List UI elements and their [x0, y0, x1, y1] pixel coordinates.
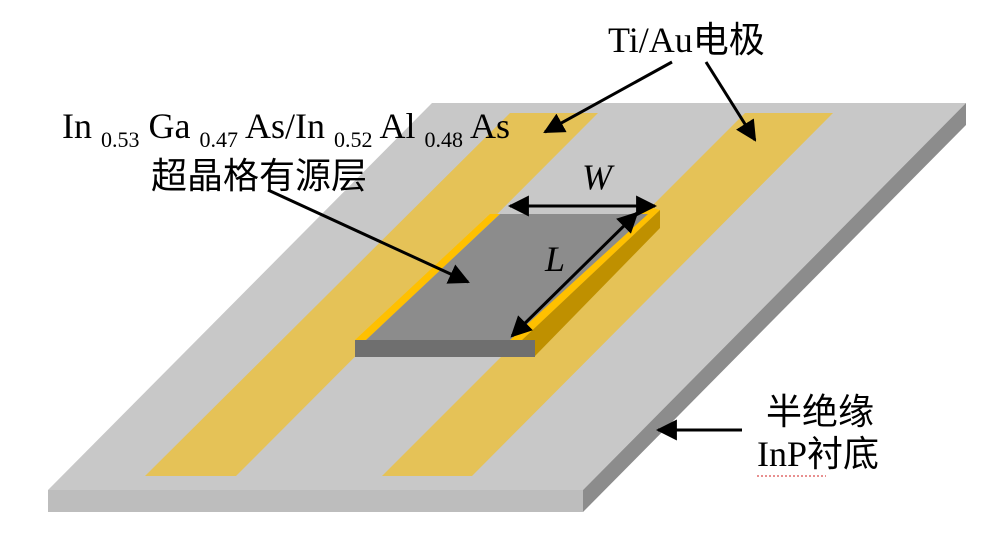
length-arrow: [510, 211, 639, 338]
substrate-label-line1: 半绝缘: [766, 392, 874, 432]
electrode-arrow-right: [704, 61, 757, 142]
formula-al: Al: [380, 106, 416, 146]
formula-al-sub: 0.48: [425, 127, 464, 152]
substrate-label-line2: InP衬底: [757, 434, 879, 474]
dimension-markers: [507, 195, 658, 338]
formula-as1: As/In: [245, 106, 325, 146]
formula-as2: As: [470, 106, 510, 146]
electrode-label: Ti/Au电极: [608, 20, 765, 60]
formula-in1-sub: 0.53: [101, 127, 140, 152]
substrate-front-face: [48, 490, 583, 512]
width-label: W: [582, 157, 615, 197]
formula-ga-sub: 0.47: [199, 127, 238, 152]
formula-in1: In: [62, 106, 92, 146]
active-layer-formula: In 0.53 Ga 0.47 As/In 0.52 Al 0.48 As: [62, 106, 510, 155]
electrode-arrow-left: [543, 60, 673, 134]
callout-arrows: [267, 60, 757, 441]
active-layer-label: 超晶格有源层: [151, 156, 367, 196]
left-electrode: [145, 113, 598, 476]
left-electrode-edge: [355, 214, 500, 340]
active-layer-arrow: [267, 188, 470, 284]
formula-in2-sub: 0.52: [334, 127, 373, 152]
length-label: L: [544, 239, 565, 279]
active-layer-front: [355, 340, 535, 357]
formula-ga: Ga: [149, 106, 191, 146]
substrate-side-face: [583, 103, 966, 512]
